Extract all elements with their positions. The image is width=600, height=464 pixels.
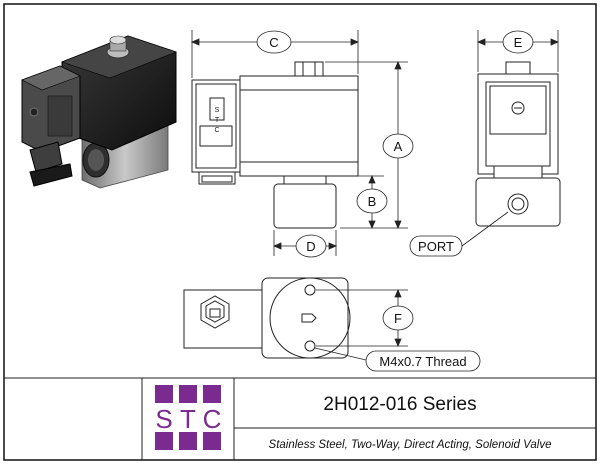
logo-square-bottom-1	[155, 432, 173, 450]
logo-square-top-3	[203, 385, 221, 403]
connector-mark-c: C	[214, 127, 219, 134]
title-block	[4, 377, 596, 460]
dimension-b-label: B	[368, 194, 377, 209]
dimension-e-label: E	[514, 35, 523, 50]
sheet-border	[3, 3, 597, 461]
series-description: Stainless Steel, Two-Way, Direct Acting,…	[269, 439, 552, 451]
stc-logo	[155, 385, 221, 450]
dimension-d	[272, 230, 338, 258]
logo-square-bottom-2	[179, 432, 197, 450]
logo-square-bottom-3	[203, 432, 221, 450]
dimension-a	[325, 60, 414, 230]
dimension-b	[336, 174, 388, 230]
dimension-a-label: A	[394, 139, 403, 154]
dimension-e	[476, 30, 560, 72]
thread-callout	[314, 347, 481, 372]
bottom-view	[183, 277, 351, 359]
connector-marking: S T C	[214, 107, 219, 134]
thread-callout-label: M4x0.7 Thread	[379, 354, 466, 369]
front-view	[191, 61, 359, 229]
dimension-c	[190, 30, 360, 78]
connector-mark-t: T	[215, 117, 220, 124]
connector-mark-s: S	[215, 107, 220, 114]
port-callout-label: PORT	[418, 239, 454, 254]
logo-letter-t: T	[180, 404, 196, 434]
valve-3d-render	[21, 35, 177, 189]
dimension-f	[316, 288, 414, 348]
port-callout	[409, 211, 509, 257]
logo-square-top-1	[155, 385, 173, 403]
side-view	[475, 61, 561, 227]
dimension-d-label: D	[306, 239, 315, 254]
logo-square-top-2	[179, 385, 197, 403]
series-title: 2H012-016 Series	[323, 394, 476, 415]
dimension-c-label: C	[269, 35, 278, 50]
dimension-f-label: F	[394, 311, 402, 326]
logo-letter-s: S	[155, 404, 172, 434]
logo-letter-c: C	[203, 404, 222, 434]
